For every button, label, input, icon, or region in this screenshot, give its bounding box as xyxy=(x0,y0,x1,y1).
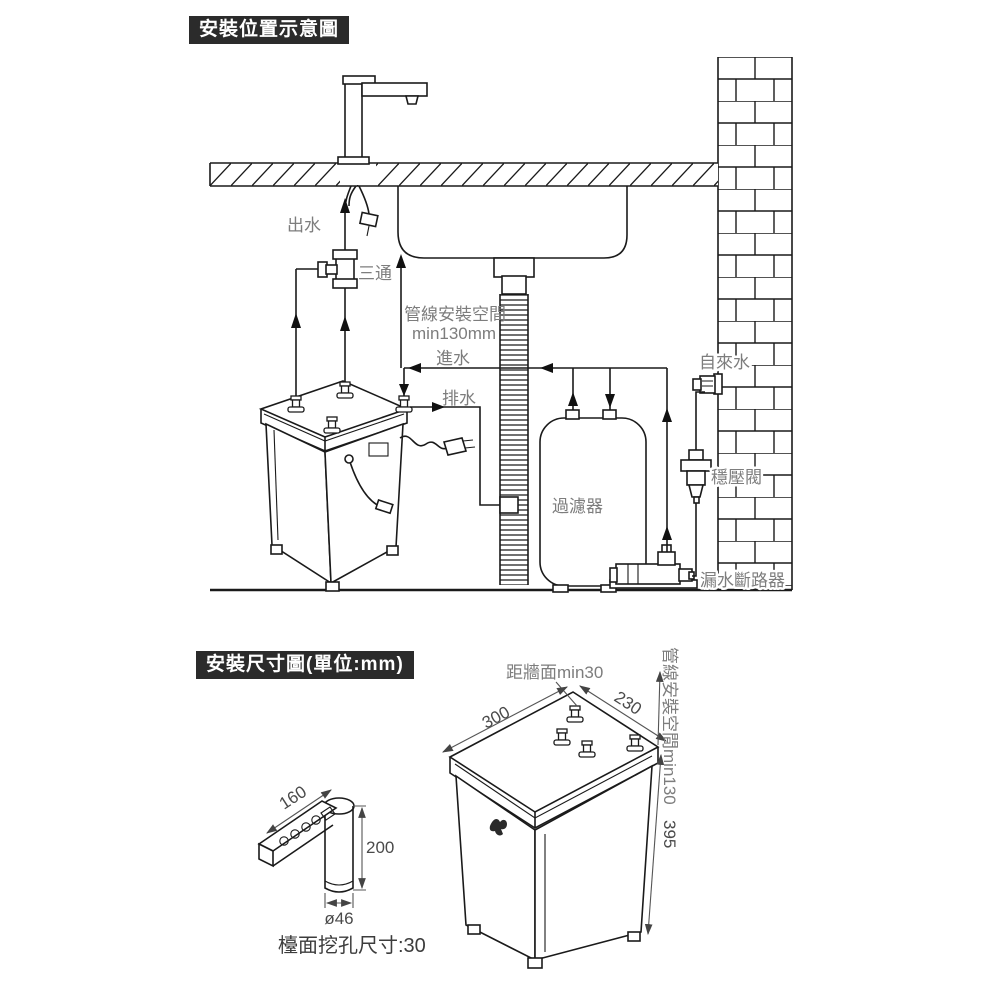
faucet-wire xyxy=(348,185,357,207)
faucet-dimension-drawing xyxy=(257,797,355,893)
dim-pipe-space-130: 管線安裝空間min130 xyxy=(655,647,679,805)
cable-connector xyxy=(358,211,379,228)
dim-160: 160 xyxy=(276,782,310,813)
label-pressure-valve: 穩壓閥 xyxy=(711,468,762,487)
pressure-regulating-valve xyxy=(680,449,712,504)
dim-wall-clearance: 距牆面min30 xyxy=(506,663,603,707)
dim-height-395: 395 xyxy=(644,753,679,936)
installation-diagram: 出水 三通 管線安裝空間 min130mm 進水 排水 自來水 穩壓閥 過濾器 … xyxy=(209,57,793,593)
label-tap-water: 自來水 xyxy=(699,353,750,372)
label-pipe-space-2: min130mm xyxy=(412,324,496,343)
unit-dimension-drawing xyxy=(448,691,660,969)
section-title-installation: 安裝位置示意圖 xyxy=(189,16,350,44)
faucet xyxy=(337,75,428,165)
drain-hose-pipe xyxy=(410,406,500,506)
label-water-in: 進水 xyxy=(436,349,470,368)
wall-clearance-text: 距牆面min30 xyxy=(506,663,603,682)
faucet-nozzle xyxy=(404,95,420,105)
section-title-dimensions: 安裝尺寸圖(單位:mm) xyxy=(196,651,414,679)
flow-arrows xyxy=(291,198,672,540)
faucet-pass-through xyxy=(340,164,376,185)
dim-200: 200 xyxy=(366,838,394,857)
sink-drain-corrugated-pipe xyxy=(493,257,535,585)
dim-dia46: ø46 xyxy=(324,909,353,928)
fitting-bolt xyxy=(395,395,413,413)
label-pipe-space-1: 管線安裝空間 xyxy=(404,305,506,324)
tap-water-valve xyxy=(692,373,723,395)
sink xyxy=(397,186,628,259)
label-filter: 過濾器 xyxy=(552,497,603,516)
filter-unit xyxy=(539,409,647,593)
counter-top xyxy=(209,162,718,187)
wall-bricks xyxy=(717,57,793,590)
drain-pipe-inlet-fitting xyxy=(499,496,519,514)
label-water-out: 出水 xyxy=(287,216,321,235)
foot xyxy=(386,545,399,556)
label-leak-breaker: 漏水斷路器 xyxy=(700,571,785,590)
heater-unit xyxy=(258,380,476,592)
sensor-cable xyxy=(358,185,370,215)
pipe-space-measure xyxy=(396,254,406,368)
dimension-diagram: 160 200 ø46 檯面挖孔尺寸:30 xyxy=(257,647,679,969)
tap-water-pipe xyxy=(692,391,705,577)
tee-left-branch-pipe xyxy=(295,268,332,396)
foot xyxy=(270,544,283,555)
label-tee: 三通 xyxy=(358,264,392,283)
pipe-space-text: 管線安裝空間min130 xyxy=(660,647,679,805)
hole-size-note: 檯面挖孔尺寸:30 xyxy=(278,934,426,957)
dim-faucet-height: 200 xyxy=(353,805,394,891)
brand-logo xyxy=(489,818,507,836)
power-cord-plug xyxy=(399,435,476,456)
label-drain: 排水 xyxy=(442,389,476,408)
tee-fitting xyxy=(317,249,358,289)
dim-230: 230 xyxy=(611,687,645,718)
control-display xyxy=(368,442,389,457)
foot xyxy=(325,581,340,592)
dim-faucet-diameter: ø46 xyxy=(324,893,354,928)
dim-395: 395 xyxy=(660,820,679,848)
